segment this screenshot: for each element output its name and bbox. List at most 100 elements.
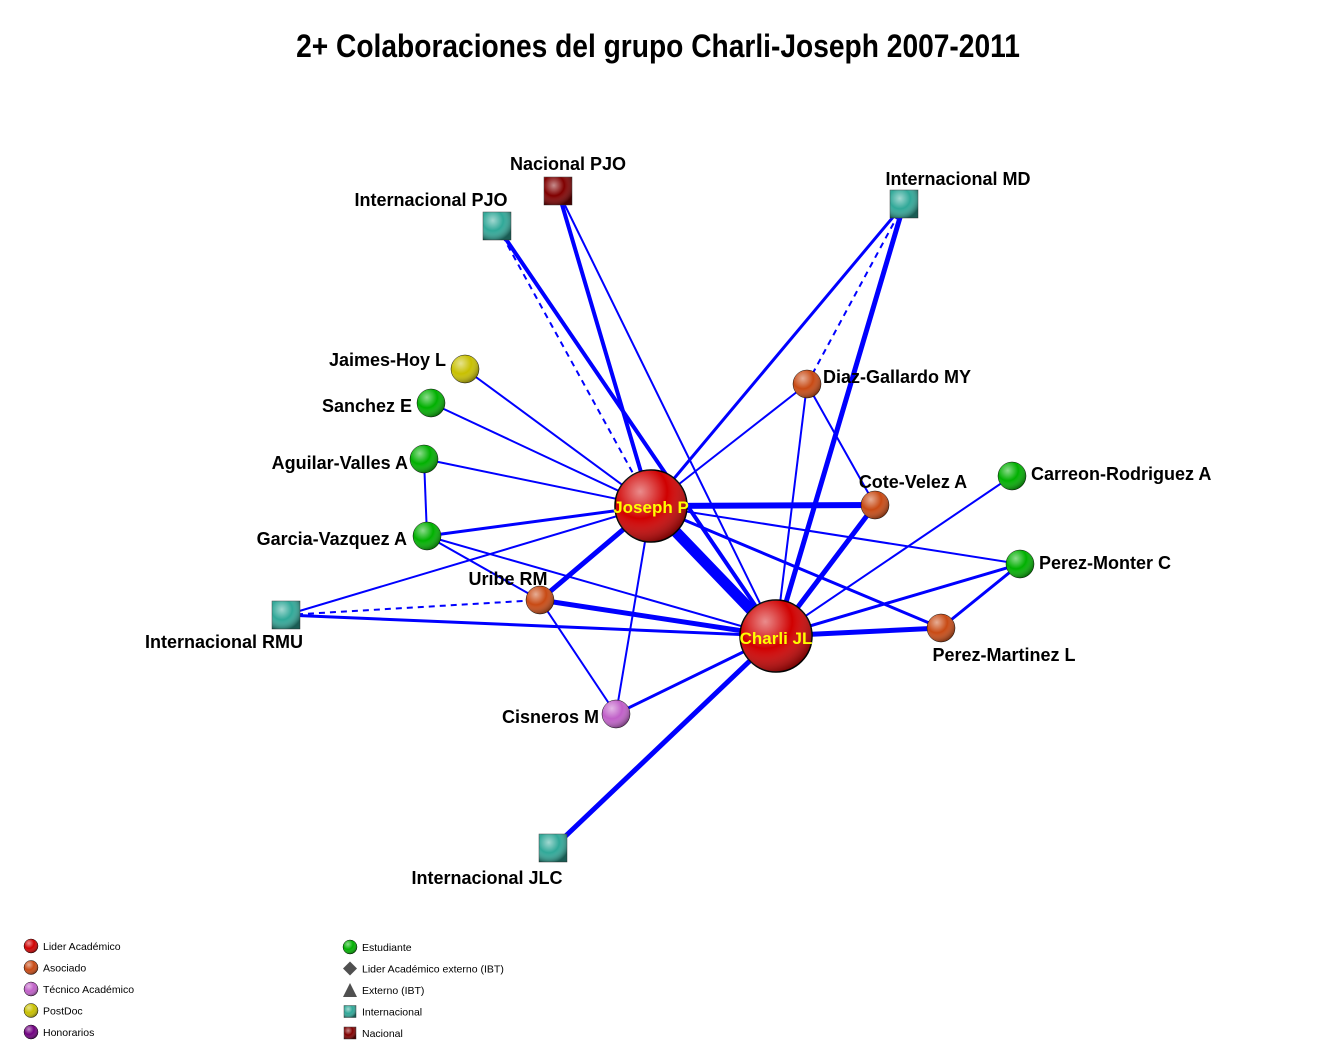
node-sanchez-marker-shading	[417, 389, 445, 417]
node-label: Garcia-Vazquez A	[257, 529, 407, 549]
legend-label: Estudiante	[362, 942, 412, 954]
diagram-title: 2+ Colaboraciones del grupo Charli-Josep…	[296, 28, 1020, 64]
node-label: Jaimes-Hoy L	[329, 350, 446, 370]
legend-label: Lider Académico externo (IBT)	[362, 964, 504, 976]
node-sanchez[interactable]: Sanchez E	[322, 388, 446, 418]
node-label: Carreon-Rodriguez A	[1031, 464, 1211, 484]
node-pmonter[interactable]: Perez-Monter C	[1005, 549, 1171, 579]
node-garcia-marker-shading	[413, 522, 441, 550]
legend-item: Estudiante	[342, 939, 412, 955]
node-intpjo[interactable]: Internacional PJO	[354, 190, 512, 241]
node-charli-marker-shading	[740, 600, 812, 672]
node-intjlc[interactable]: Internacional JLC	[411, 833, 568, 888]
legend-item: Nacional	[343, 1026, 403, 1040]
node-pmartinez-marker-shading	[927, 614, 955, 642]
node-label: Perez-Martinez L	[932, 645, 1075, 665]
node-carreon-marker-shading	[998, 462, 1026, 490]
edge-intmd-joseph	[649, 203, 906, 507]
node-carreon[interactable]: Carreon-Rodriguez A	[997, 461, 1211, 491]
node-aguilar-marker-shading	[410, 445, 438, 473]
node-cisneros[interactable]: Cisneros M	[502, 699, 631, 729]
legend-item: Lider Académico	[23, 938, 121, 954]
legend-label: Honorarios	[43, 1027, 94, 1039]
legend-circle-icon-shading	[24, 982, 38, 996]
legend-square-icon-shading	[344, 1005, 356, 1018]
node-intjlc-marker-shading	[539, 834, 567, 862]
edge-joseph-pmartinez	[650, 504, 942, 630]
node-garcia[interactable]: Garcia-Vazquez A	[257, 521, 442, 551]
edge-intmd-charli	[773, 203, 907, 637]
node-pmonter-marker-shading	[1006, 550, 1034, 578]
node-uribe[interactable]: Uribe RM	[468, 569, 555, 615]
edge-garcia-joseph	[426, 504, 652, 538]
node-label: Internacional RMU	[145, 632, 303, 652]
edge-uribe-cisneros	[539, 599, 617, 715]
edge-aguilar-joseph	[423, 458, 652, 507]
node-label: Internacional JLC	[411, 868, 562, 888]
node-cote-marker-shading	[861, 491, 889, 519]
node-jaimes[interactable]: Jaimes-Hoy L	[329, 350, 480, 384]
legend-item: Internacional	[343, 1005, 422, 1019]
edge-joseph-pmonter	[650, 505, 1021, 565]
nodes-layer: Joseph P Charli JL Nacional PJO Internacion…	[145, 154, 1211, 888]
node-label: Uribe RM	[468, 569, 547, 589]
legend-item: Externo (IBT)	[343, 983, 424, 997]
legend-triangle-icon	[343, 983, 357, 997]
edge-intpjo-charli	[495, 224, 778, 638]
legend-label: Lider Académico	[43, 941, 121, 953]
legend-label: Nacional	[362, 1028, 403, 1040]
edge-joseph-cote	[650, 502, 876, 509]
legend-label: Externo (IBT)	[362, 985, 424, 997]
node-intrmu[interactable]: Internacional RMU	[145, 600, 303, 652]
legend-label: PostDoc	[43, 1006, 83, 1018]
legend-circle-icon-shading	[24, 1025, 38, 1039]
node-cote[interactable]: Cote-Velez A	[859, 472, 967, 520]
edge-garcia-charli	[426, 535, 777, 637]
node-nacpjo[interactable]: Nacional PJO	[510, 154, 626, 206]
node-label: Charli JL	[740, 629, 813, 648]
legend-label: Internacional	[362, 1007, 422, 1019]
node-label: Perez-Monter C	[1039, 553, 1171, 573]
legend-circle-icon-shading	[24, 960, 38, 975]
node-label: Diaz-Gallardo MY	[823, 367, 971, 387]
edge-pmonter-pmartinez	[940, 562, 1021, 630]
edge-charli-intjlc	[551, 634, 778, 850]
legend-item: Lider Académico externo (IBT)	[343, 961, 504, 976]
node-label: Nacional PJO	[510, 154, 626, 174]
edge-sanchez-joseph	[430, 402, 652, 507]
legend-circle-icon-shading	[24, 939, 38, 953]
edge-charli-carreon	[775, 475, 1013, 637]
edge-jaimes-joseph	[464, 368, 652, 507]
node-intmd[interactable]: Internacional MD	[885, 169, 1031, 219]
legend-item: Asociado	[23, 960, 86, 975]
node-diaz[interactable]: Diaz-Gallardo MY	[792, 367, 971, 399]
edge-charli-pmonter	[775, 562, 1021, 638]
node-jaimes-marker-shading	[451, 355, 479, 383]
node-label: Cisneros M	[502, 707, 599, 727]
legend-square-icon-shading	[344, 1027, 356, 1039]
legend-item: PostDoc	[23, 1003, 83, 1018]
legend-circle-icon-shading	[343, 940, 357, 954]
node-intrmu-marker-shading	[272, 601, 300, 629]
edge-charli-diaz	[775, 383, 808, 637]
node-charli[interactable]: Charli JL	[739, 599, 813, 673]
node-joseph[interactable]: Joseph P	[613, 469, 689, 543]
edge-nacpjo-charli	[557, 190, 777, 637]
edge-intrmu-uribe	[285, 599, 541, 616]
legend-circle-icon-shading	[24, 1003, 38, 1018]
node-intmd-marker-shading	[890, 190, 918, 218]
node-label: Joseph P	[613, 498, 689, 517]
node-label: Sanchez E	[322, 396, 412, 416]
edge-nacpjo-joseph	[556, 190, 653, 507]
node-pmartinez[interactable]: Perez-Martinez L	[926, 613, 1076, 665]
edge-garcia-uribe	[426, 535, 541, 601]
node-label: Internacional MD	[885, 169, 1030, 189]
legend-item: Honorarios	[23, 1024, 94, 1040]
edge-intpjo-joseph	[496, 225, 652, 507]
node-aguilar[interactable]: Aguilar-Valles A	[272, 444, 439, 474]
legend-diamond-icon	[343, 961, 357, 976]
edge-intmd-diaz	[806, 203, 905, 385]
node-cisneros-marker-shading	[602, 700, 630, 728]
legend-item: Técnico Académico	[23, 981, 134, 997]
legend-label: Técnico Académico	[43, 984, 134, 996]
